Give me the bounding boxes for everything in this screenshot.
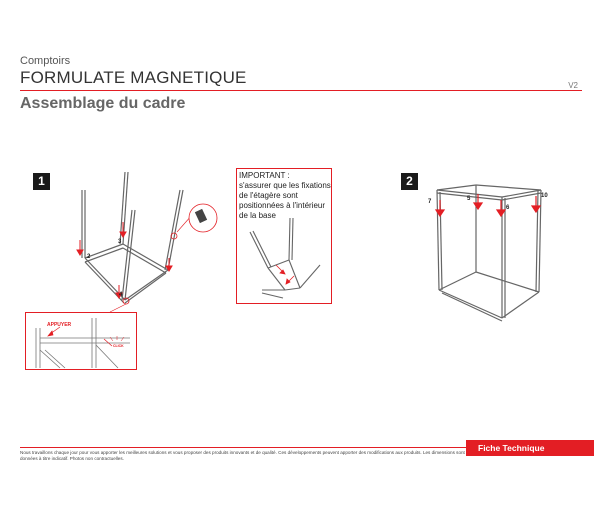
click-label: CLICK — [113, 344, 124, 348]
footer-rule — [20, 447, 470, 448]
fiche-technique-tab: Fiche Technique — [466, 440, 594, 456]
click-detail-box — [25, 312, 137, 370]
category-label: Comptoirs — [20, 55, 71, 67]
appuyer-label: APPUYER — [47, 322, 72, 328]
step-2-label-6: 6 — [506, 205, 510, 211]
important-note-body: s'assurer que les fixations de l'étagère… — [239, 181, 331, 220]
important-note-title: IMPORTANT : — [239, 171, 290, 180]
step-2-label-10: 10 — [541, 193, 548, 199]
product-title: FORMULATE MAGNETIQUE — [20, 68, 247, 87]
step-1-label-3: 3 — [118, 239, 122, 245]
step-2-label-7: 7 — [428, 199, 432, 205]
important-note-box — [236, 168, 332, 304]
header-rule — [20, 90, 582, 91]
section-title: Assemblage du cadre — [20, 95, 186, 112]
step-1-label-2: 2 — [87, 254, 91, 260]
step-1-label-4: 4 — [119, 292, 123, 298]
step-1-badge: 1 — [33, 173, 50, 190]
important-note: IMPORTANT : s'assurer que les fixations … — [239, 171, 331, 221]
footer-disclaimer: Nous travaillons chaque jour pour vous a… — [20, 450, 465, 461]
version-label: V2 — [568, 81, 578, 90]
step-2-badge: 2 — [401, 173, 418, 190]
step-2-label-5: 5 — [467, 196, 471, 202]
